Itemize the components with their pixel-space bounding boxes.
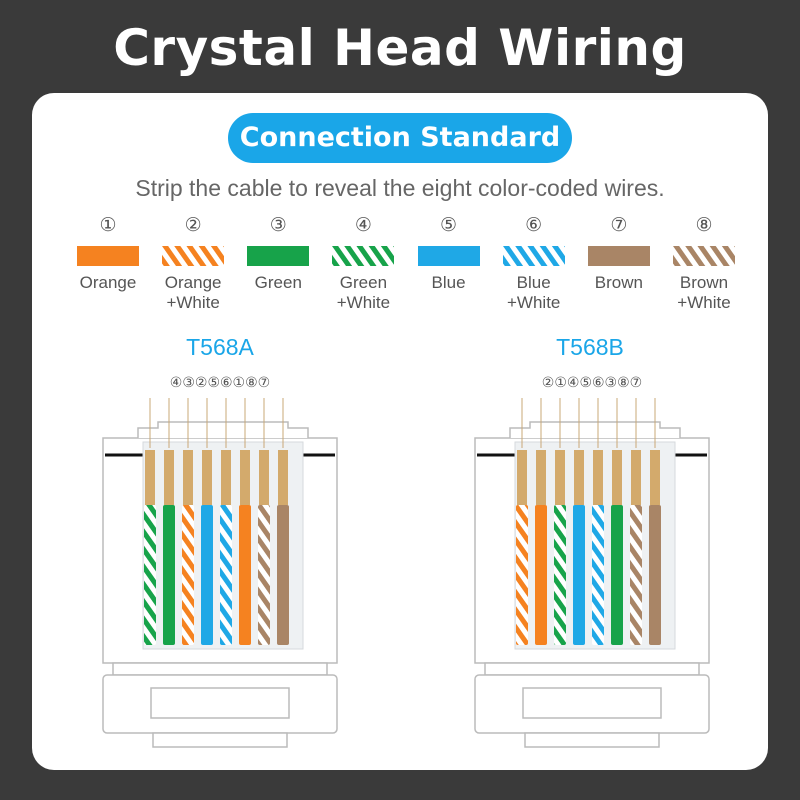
- legend-swatch: [162, 246, 225, 266]
- wire-pin-4: [554, 505, 566, 645]
- pin-contact: [145, 450, 155, 505]
- legend-label: Blue: [431, 273, 466, 292]
- legend-number: ⑥: [525, 215, 543, 236]
- t568b-connector: ②①④⑤⑥③⑧⑦: [474, 375, 710, 748]
- wire-pin-2: [516, 505, 528, 645]
- wire-pin-7: [277, 505, 289, 645]
- wire-pin-6: [220, 505, 232, 645]
- legend-number: ⑦: [610, 215, 628, 236]
- pin-contact: [259, 450, 269, 505]
- wire-pin-1: [239, 505, 251, 645]
- legend-number: ③: [269, 215, 287, 236]
- pin-contact: [202, 450, 212, 505]
- wire-color-legend: ① Orange ② Orange+White ③ Green ④ Green+White ⑤ B…: [66, 212, 746, 322]
- pin-contact: [612, 450, 622, 505]
- subtitle: Strip the cable to reveal the eight colo…: [135, 175, 665, 201]
- legend-number: ②: [184, 215, 202, 236]
- pin-order-label: ④③②⑤⑥①⑧⑦: [170, 375, 270, 391]
- legend-label: Green+White: [336, 273, 391, 312]
- pin-contact: [517, 450, 527, 505]
- legend-swatch: [672, 246, 735, 266]
- pin-contact: [278, 450, 288, 505]
- connector-top: [509, 421, 681, 438]
- wire-pin-2: [182, 505, 194, 645]
- legend-item: ⑦ Brown: [577, 212, 661, 322]
- wire-pin-8: [630, 505, 642, 645]
- legend-number: ①: [99, 215, 117, 236]
- wire-pin-8: [258, 505, 270, 645]
- connector-cable-exit: [152, 732, 288, 748]
- legend-swatch: [587, 246, 650, 266]
- t568a-connector: ④③②⑤⑥①⑧⑦: [102, 375, 338, 748]
- legend-swatch: [417, 246, 480, 266]
- legend-swatch: [502, 246, 565, 266]
- wire-pin-6: [592, 505, 604, 645]
- pin-contact: [593, 450, 603, 505]
- connector-cable-exit: [524, 732, 660, 748]
- pin-order-label: ②①④⑤⑥③⑧⑦: [542, 375, 642, 391]
- legend-item: ⑤ Blue: [407, 212, 491, 322]
- legend-swatch: [247, 246, 310, 266]
- t568a-title: T568A: [186, 334, 254, 360]
- pin-contact: [574, 450, 584, 505]
- legend-item: ⑧ Brown+White: [662, 212, 746, 322]
- wire-pin-7: [649, 505, 661, 645]
- legend-label: Brown+White: [677, 273, 731, 312]
- wire-pin-3: [611, 505, 623, 645]
- pin-contact: [240, 450, 250, 505]
- wire-pin-3: [163, 505, 175, 645]
- wire-pin-5: [573, 505, 585, 645]
- legend-label: Brown: [594, 273, 643, 292]
- page-title: Crystal Head Wiring: [113, 19, 687, 77]
- legend-number: ⑤: [440, 215, 458, 236]
- legend-label: Green: [254, 273, 302, 292]
- connector-boot-window: [522, 687, 662, 719]
- wire-pin-1: [535, 505, 547, 645]
- connector-rim: [484, 662, 700, 676]
- legend-label: Orange: [79, 273, 137, 292]
- legend-label: Orange+White: [164, 273, 222, 312]
- pin-contact: [555, 450, 565, 505]
- pin-contact: [183, 450, 193, 505]
- legend-label: Blue+White: [507, 273, 561, 312]
- pin-contact: [221, 450, 231, 505]
- legend-item: ② Orange+White: [151, 212, 235, 322]
- legend-item: ① Orange: [66, 212, 150, 322]
- legend-swatch: [77, 246, 139, 266]
- legend-item: ③ Green: [236, 212, 320, 322]
- pin-contact: [631, 450, 641, 505]
- legend-number: ⑧: [695, 215, 713, 236]
- connector-boot-window: [150, 687, 290, 719]
- legend-item: ⑥ Blue+White: [492, 212, 576, 322]
- t568b-title: T568B: [556, 334, 624, 360]
- wire-pin-4: [144, 505, 156, 645]
- legend-item: ④ Green+White: [321, 212, 405, 322]
- pin-contact: [536, 450, 546, 505]
- connector-top: [137, 421, 309, 438]
- connector-rim: [112, 662, 328, 676]
- pin-contact: [650, 450, 660, 505]
- connection-standard-badge: Connection Standard: [228, 113, 572, 163]
- legend-swatch: [332, 246, 395, 266]
- pin-contact: [164, 450, 174, 505]
- wire-pin-5: [201, 505, 213, 645]
- legend-number: ④: [354, 215, 372, 236]
